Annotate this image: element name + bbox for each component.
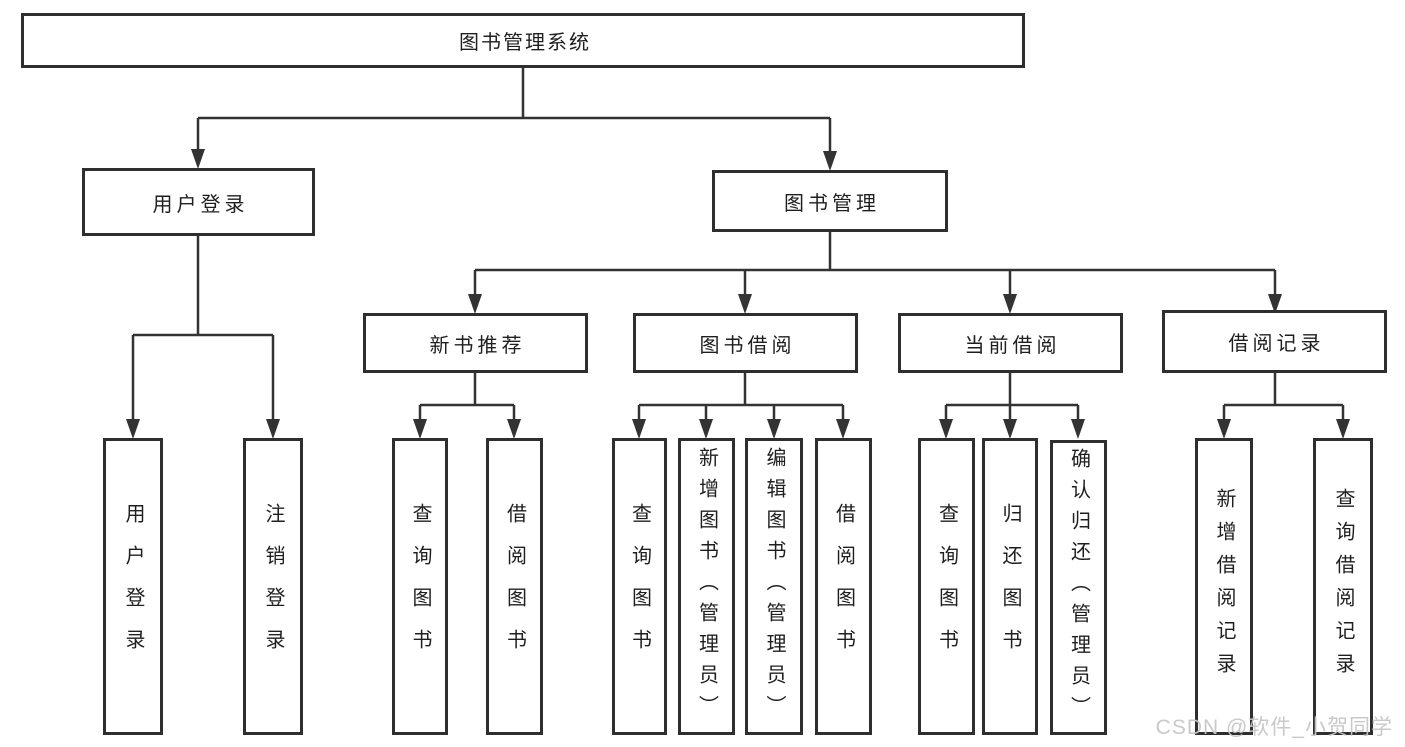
node-current-borrow-label: 当前借阅	[964, 334, 1061, 357]
arrowhead-leaf-d3	[1071, 419, 1085, 439]
leaf-logout: 注销登录	[243, 438, 303, 735]
connector-root-to-level2	[196, 68, 832, 152]
arrowhead-leaf-c3	[767, 419, 781, 439]
node-root: 图书管理系统	[21, 13, 1025, 68]
leaf-query-books-1-label: 查询图书	[409, 502, 431, 671]
connector-new-books-children	[418, 373, 516, 420]
node-user-login: 用户登录	[82, 168, 315, 236]
leaf-query-books-1: 查询图书	[392, 438, 448, 735]
arrowhead-leaf-e1	[1217, 419, 1231, 439]
leaf-confirm-return-admin-label: 确认归还（管理员）	[1067, 448, 1090, 727]
arrowhead-book-mgmt	[823, 151, 837, 171]
leaf-add-borrow-record: 新增借阅记录	[1195, 438, 1253, 735]
leaf-borrow-books-1: 借阅图书	[486, 438, 543, 735]
connector-borrow-records-children	[1222, 373, 1345, 420]
node-book-mgmt: 图书管理	[712, 170, 948, 232]
connector-current-borrow-children	[944, 373, 1080, 420]
arrowhead-leaf-c2	[699, 419, 713, 439]
arrowhead-leaf-c4	[836, 419, 850, 439]
node-root-label: 图书管理系统	[459, 32, 591, 54]
arrowhead-user-login	[191, 149, 205, 169]
leaf-add-books-admin: 新增图书（管理员）	[678, 438, 735, 735]
arrowhead-current-borrow	[1003, 294, 1017, 314]
node-new-books-label: 新书推荐	[429, 334, 526, 357]
arrowhead-leaf-b1	[413, 419, 427, 439]
leaf-edit-books-admin-label: 编辑图书（管理员）	[763, 447, 785, 726]
leaf-confirm-return-admin: 确认归还（管理员）	[1050, 440, 1107, 735]
leaf-query-books-3-label: 查询图书	[935, 502, 958, 671]
node-book-borrow: 图书借阅	[633, 313, 858, 373]
leaf-edit-books-admin: 编辑图书（管理员）	[745, 438, 803, 735]
leaf-return-books: 归还图书	[982, 438, 1038, 735]
leaf-query-borrow-record-label: 查询借阅记录	[1332, 487, 1354, 686]
leaf-query-books-2-label: 查询图书	[628, 502, 651, 671]
leaf-query-books-2: 查询图书	[612, 438, 667, 735]
node-borrow-records: 借阅记录	[1162, 310, 1387, 373]
leaf-borrow-books-2: 借阅图书	[815, 438, 872, 735]
node-book-borrow-label: 图书借阅	[699, 334, 796, 357]
leaf-return-books-label: 归还图书	[999, 502, 1021, 671]
leaf-borrow-books-1-label: 借阅图书	[503, 502, 526, 671]
leaf-add-borrow-record-label: 新增借阅记录	[1213, 487, 1235, 686]
connector-book-mgmt-children	[473, 232, 1277, 295]
leaf-logout-label: 注销登录	[262, 502, 284, 671]
leaf-user-login: 用户登录	[103, 438, 163, 735]
node-book-mgmt-label: 图书管理	[784, 192, 880, 215]
leaf-add-books-admin-label: 新增图书（管理员）	[695, 447, 718, 726]
leaf-user-login-label: 用户登录	[122, 502, 144, 671]
csdn-watermark: CSDN @软件_小贺同学	[1155, 716, 1393, 739]
arrowhead-book-borrow	[738, 294, 752, 314]
node-user-login-label: 用户登录	[152, 193, 249, 216]
arrowhead-leaf-c1	[632, 419, 646, 439]
arrowhead-leaf-a2	[266, 419, 280, 439]
node-borrow-records-label: 借阅记录	[1228, 333, 1325, 355]
leaf-query-borrow-record: 查询借阅记录	[1313, 438, 1373, 735]
arrowhead-leaf-b2	[507, 419, 521, 439]
arrowhead-new-books	[468, 294, 482, 314]
arrowhead-leaf-d2	[1003, 419, 1017, 439]
connector-user-login-children	[131, 236, 275, 420]
leaf-query-books-3: 查询图书	[918, 438, 975, 735]
leaf-borrow-books-2-label: 借阅图书	[832, 502, 855, 671]
arrowhead-leaf-d1	[939, 419, 953, 439]
node-current-borrow: 当前借阅	[898, 313, 1123, 373]
node-new-books: 新书推荐	[363, 313, 588, 373]
connector-book-borrow-children	[637, 373, 845, 420]
arrowhead-leaf-e2	[1336, 419, 1350, 439]
arrowhead-leaf-a1	[126, 419, 140, 439]
